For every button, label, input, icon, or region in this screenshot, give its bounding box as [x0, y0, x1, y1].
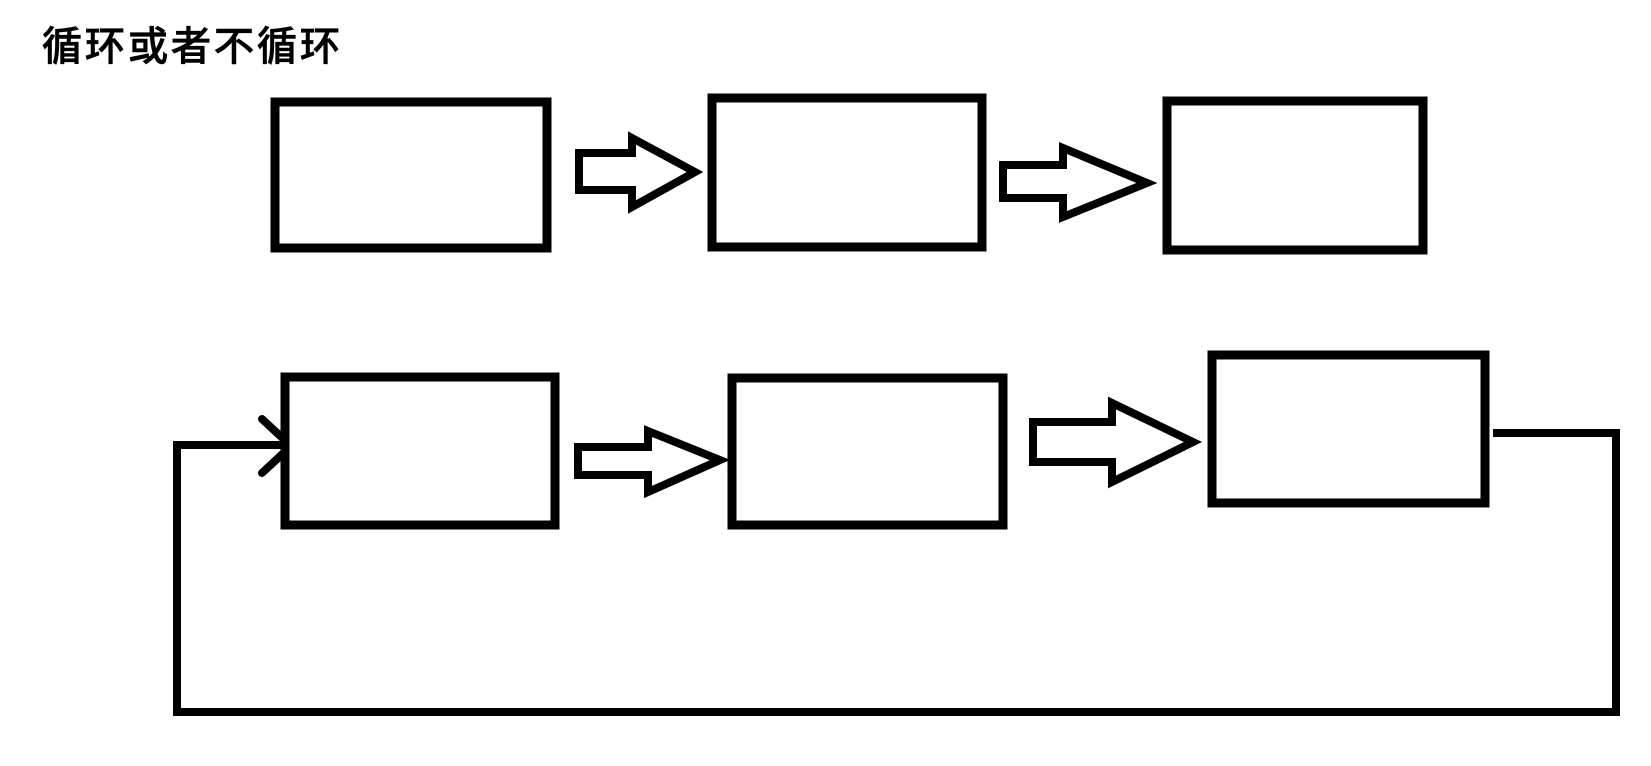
straight-sequence-arrow-icon-1: [575, 131, 704, 214]
diagram-title: 循环或者不循环: [42, 25, 343, 69]
straight-sequence-box-3: [1162, 96, 1428, 255]
loop-sequence-arrow-icon-1: [574, 425, 731, 499]
straight-sequence-arrow-icon-2: [999, 142, 1158, 223]
feedback-loop-line: [173, 429, 1620, 716]
loop-sequence-box-3: [1207, 350, 1490, 508]
loop-sequence-arrow-icon-2: [1029, 396, 1203, 489]
straight-sequence-box-1: [270, 97, 552, 253]
loop-sequence-box-1: [280, 372, 560, 530]
straight-sequence-box-2: [707, 93, 987, 252]
loop-sequence-box-2: [727, 373, 1008, 530]
